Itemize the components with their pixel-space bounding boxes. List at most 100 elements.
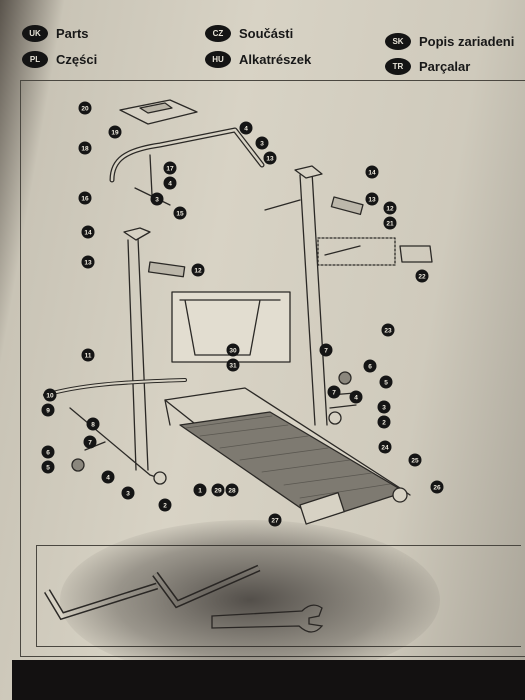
callout-circle	[78, 141, 92, 155]
callout-marker: 3	[255, 136, 269, 150]
callout-marker: 13	[263, 151, 277, 165]
callout-marker: 30	[226, 343, 240, 357]
callout-marker: 5	[379, 375, 393, 389]
callout-circle	[255, 136, 269, 150]
callout-marker: 1	[193, 483, 207, 497]
callout-number: 26	[433, 485, 441, 492]
callout-marker: 12	[383, 201, 397, 215]
callout-number: 13	[266, 156, 274, 163]
callout-number: 13	[84, 260, 92, 267]
callout-number: 30	[229, 348, 237, 355]
callout-number: 28	[228, 488, 236, 495]
callout-circle	[378, 440, 392, 454]
callout-circle	[101, 470, 115, 484]
callout-number: 18	[81, 146, 89, 153]
callout-circle	[211, 483, 225, 497]
callout-circle	[225, 483, 239, 497]
callout-marker: 13	[365, 192, 379, 206]
callout-marker: 22	[415, 269, 429, 283]
callout-number: 4	[106, 475, 110, 482]
callout-marker: 28	[225, 483, 239, 497]
callout-number: 6	[46, 450, 50, 457]
callout-number: 3	[126, 491, 130, 498]
callout-circle	[150, 192, 164, 206]
language-sk: SK Popis zariadeni	[385, 33, 514, 50]
callout-marker: 16	[78, 191, 92, 205]
callout-circle	[365, 165, 379, 179]
bottom-dark-bar	[12, 660, 525, 700]
callout-marker: 4	[349, 390, 363, 404]
callout-number: 7	[324, 348, 328, 355]
callout-marker: 9	[41, 403, 55, 417]
language-code-badge: TR	[385, 58, 411, 75]
callout-marker: 3	[377, 400, 391, 414]
callout-marker: 7	[327, 385, 341, 399]
callout-circle	[383, 216, 397, 230]
callout-circle	[263, 151, 277, 165]
callout-circle	[193, 483, 207, 497]
callout-circle	[377, 400, 391, 414]
callout-circle	[239, 121, 253, 135]
callout-number: 23	[384, 328, 392, 335]
callout-marker: 3	[150, 192, 164, 206]
language-pl: PL Części	[22, 51, 97, 68]
callout-circle	[363, 359, 377, 373]
callout-number: 2	[163, 503, 167, 510]
callout-marker: 11	[81, 348, 95, 362]
callout-marker: 21	[383, 216, 397, 230]
callout-number: 6	[368, 364, 372, 371]
callout-circle	[78, 191, 92, 205]
callout-number: 1	[198, 488, 202, 495]
callout-circle	[319, 343, 333, 357]
callout-circle	[108, 125, 122, 139]
callout-number: 10	[46, 393, 54, 400]
callout-circle	[41, 403, 55, 417]
callout-circle	[163, 161, 177, 175]
callout-circle	[173, 206, 187, 220]
language-code-badge: CZ	[205, 25, 231, 42]
callout-marker: 20	[78, 101, 92, 115]
callout-number: 2	[382, 420, 386, 427]
callout-number: 14	[368, 170, 376, 177]
callout-number: 29	[214, 488, 222, 495]
callout-circle	[191, 263, 205, 277]
callout-marker: 25	[408, 453, 422, 467]
callout-marker: 29	[211, 483, 225, 497]
console-display-part	[119, 99, 198, 125]
callout-number: 20	[81, 106, 89, 113]
callout-number: 3	[260, 141, 264, 148]
callout-number: 7	[88, 440, 92, 447]
callout-number: 12	[194, 268, 202, 275]
callout-circle	[379, 375, 393, 389]
callout-marker: 10	[43, 388, 57, 402]
left-upright-part	[127, 237, 149, 471]
callout-number: 3	[155, 197, 159, 204]
callout-marker: 6	[41, 445, 55, 459]
language-code-badge: PL	[22, 51, 48, 68]
photo-shadow	[60, 520, 440, 680]
callout-circle	[381, 323, 395, 337]
callout-circle	[158, 498, 172, 512]
callout-circle	[226, 358, 240, 372]
callout-circle	[163, 176, 177, 190]
callout-number: 13	[368, 197, 376, 204]
callout-number: 4	[354, 395, 358, 402]
callout-number: 5	[46, 465, 50, 472]
callout-circle	[408, 453, 422, 467]
callout-number: 12	[386, 206, 394, 213]
callout-circle	[415, 269, 429, 283]
callout-marker: 26	[430, 480, 444, 494]
callout-marker: 12	[191, 263, 205, 277]
callout-number: 4	[168, 181, 172, 188]
callout-number: 3	[382, 405, 386, 412]
callout-marker: 4	[101, 470, 115, 484]
callout-number: 8	[91, 422, 95, 429]
callout-marker: 4	[163, 176, 177, 190]
callout-marker: 15	[173, 206, 187, 220]
callout-circle	[78, 101, 92, 115]
callout-circle	[383, 201, 397, 215]
callout-marker: 3	[121, 486, 135, 500]
callout-circle	[430, 480, 444, 494]
language-label: Części	[56, 52, 98, 67]
callout-marker: 31	[226, 358, 240, 372]
